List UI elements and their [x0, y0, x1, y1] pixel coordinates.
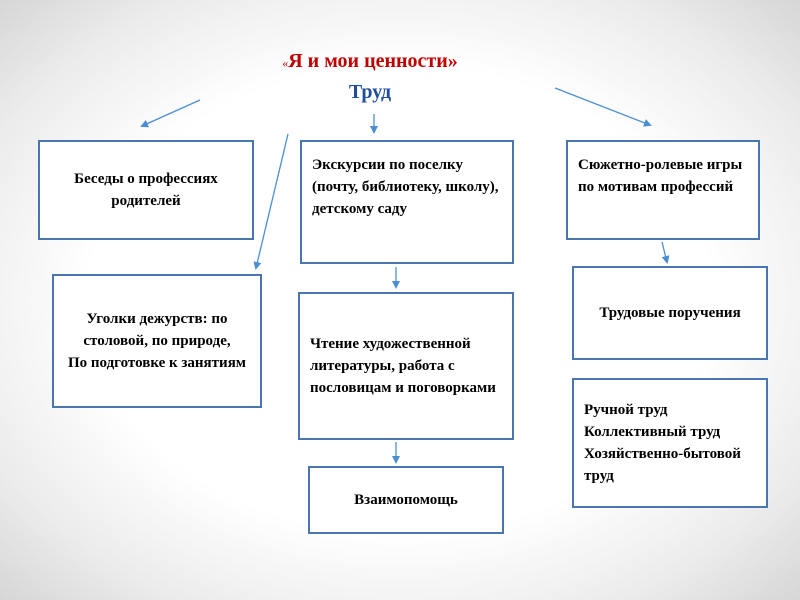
box-ugolki-text: Уголки дежурств: по столовой, по природе…	[67, 311, 247, 371]
box-ruchnoy-text: Ручной труд Коллективный труд Хозяйствен…	[584, 402, 741, 484]
diagram-title: «Я и мои ценности»	[200, 48, 540, 76]
box-ugolki: Уголки дежурств: по столовой, по природе…	[52, 274, 262, 408]
box-chtenie-text: Чтение художественной литературы, работа…	[310, 336, 496, 396]
box-ekskursii: Экскурсии по поселку (почту, библиотеку,…	[300, 140, 514, 264]
box-besedy-text: Беседы о профессиях родителей	[74, 171, 218, 209]
arrow-to-besedy	[140, 99, 201, 128]
box-ekskursii-text: Экскурсии по поселку (почту, библиотеку,…	[312, 157, 499, 217]
box-trudovye: Трудовые поручения	[572, 266, 768, 360]
diagram-subtitle: Труд	[348, 81, 392, 103]
box-vzaimopomosch-text: Взаимопомощь	[354, 492, 458, 508]
box-vzaimopomosch: Взаимопомощь	[308, 466, 504, 534]
box-trudovye-text: Трудовые поручения	[599, 305, 741, 321]
arrow-to-syuzhetno	[554, 87, 652, 127]
box-syuzhetno-text: Сюжетно-ролевые игры по мотивам професси…	[578, 157, 743, 195]
box-chtenie: Чтение художественной литературы, работа…	[298, 292, 514, 440]
box-ruchnoy: Ручной труд Коллективный труд Хозяйствен…	[572, 378, 768, 508]
arrow-to-ugolki	[253, 133, 289, 270]
title-text: Я и мои ценности»	[288, 50, 458, 72]
title-quote: «	[282, 56, 289, 70]
arrow-to-trudovye	[661, 241, 670, 264]
box-syuzhetno: Сюжетно-ролевые игры по мотивам професси…	[566, 140, 760, 240]
box-besedy: Беседы о профессиях родителей	[38, 140, 254, 240]
